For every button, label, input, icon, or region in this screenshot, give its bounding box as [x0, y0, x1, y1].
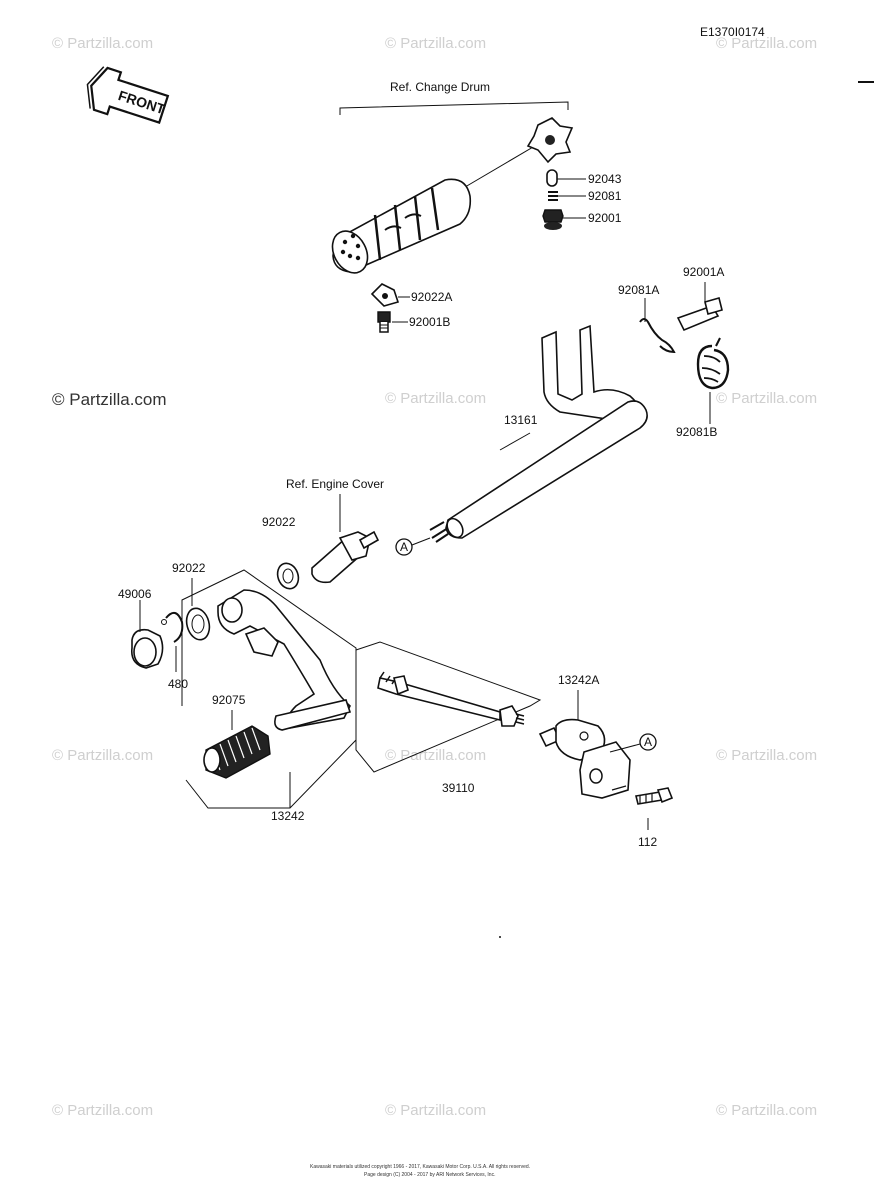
watermark: © Partzilla.com	[385, 747, 486, 764]
label-92081B: 92081B	[676, 425, 717, 439]
stray-dot	[499, 936, 501, 938]
label-13242A: 13242A	[558, 673, 599, 687]
watermark: © Partzilla.com	[52, 35, 153, 52]
label-49006: 49006	[118, 587, 152, 601]
shift-shaft: 13161	[429, 324, 648, 543]
footer-copyright: Kawasaki materials utilized copyright 19…	[310, 1164, 530, 1170]
footer-design: Page design (C) 2004 - 2017 by ARI Netwo…	[364, 1172, 495, 1178]
label-92081A: 92081A	[618, 283, 659, 297]
front-arrow: FRONT	[86, 66, 170, 124]
ref-engine-cover: Ref. Engine Cover	[286, 477, 384, 491]
watermark: © Partzilla.com	[52, 747, 153, 764]
shaft-pin-springs: 92001A 92081A 92081B	[618, 265, 730, 439]
svg-text:A: A	[644, 735, 652, 749]
watermark: © Partzilla.com	[716, 35, 817, 52]
diagram-code: E1370I0174	[700, 25, 765, 39]
watermark: © Partzilla.com	[716, 747, 817, 764]
svg-text:A: A	[400, 540, 408, 554]
oil-seal-housing	[276, 530, 380, 590]
label-112: 112	[638, 835, 657, 849]
label-92081: 92081	[588, 189, 622, 203]
label-480: 480	[168, 677, 188, 691]
label-39110: 39110	[442, 781, 475, 795]
label-92022-lower: 92022	[172, 561, 206, 575]
washer-circlip-cap	[130, 600, 211, 672]
bolt-112	[635, 787, 674, 830]
watermark-main: © Partzilla.com	[52, 390, 167, 409]
label-92001: 92001	[588, 211, 622, 225]
shift-lever	[538, 718, 641, 799]
change-drum-bracket	[339, 101, 569, 115]
watermark: © Partzilla.com	[716, 1102, 817, 1119]
label-92022A: 92022A	[411, 290, 452, 304]
label-92022-upper: 92022	[262, 515, 296, 529]
callout-a-upper: A	[395, 537, 431, 556]
drum-plate-bolt: 92022A 92001B	[370, 283, 452, 333]
label-92075: 92075	[212, 693, 246, 707]
watermark: © Partzilla.com	[385, 390, 486, 407]
shift-pedal-assembly	[181, 569, 357, 809]
change-drum	[331, 117, 574, 274]
label-92043: 92043	[588, 172, 622, 186]
tie-rod-assembly	[355, 641, 542, 773]
watermark: © Partzilla.com	[385, 35, 486, 52]
stopper-pin-stack: 92043 92081 92001	[542, 169, 622, 230]
label-13161: 13161	[504, 413, 538, 427]
watermark: © Partzilla.com	[52, 1102, 153, 1119]
watermark: © Partzilla.com	[716, 390, 817, 407]
label-13242: 13242	[271, 809, 305, 823]
ref-change-drum: Ref. Change Drum	[390, 80, 490, 94]
label-92001A: 92001A	[683, 265, 724, 279]
watermark: © Partzilla.com	[385, 1102, 486, 1119]
watermarks: © Partzilla.com © Partzilla.com © Partzi…	[52, 35, 817, 1119]
callout-a-lower: A	[639, 733, 657, 751]
label-92001B: 92001B	[409, 315, 450, 329]
